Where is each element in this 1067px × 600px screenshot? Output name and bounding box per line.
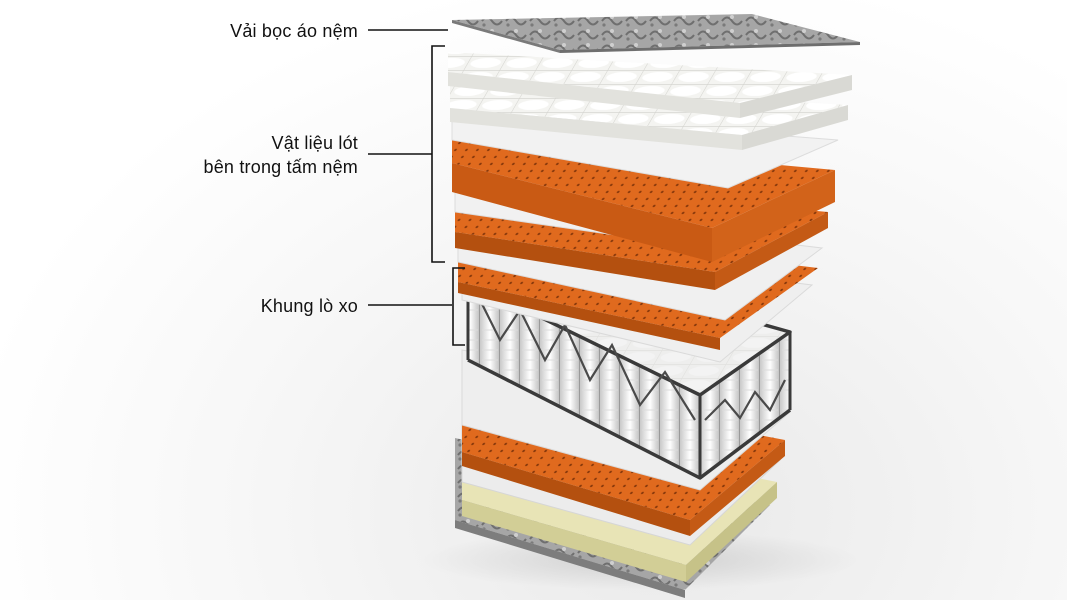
top-cover-fabric	[452, 14, 860, 53]
cover-fabric-label: Vải bọc áo nệm	[230, 21, 358, 41]
leader-lines	[368, 29, 465, 346]
inner-padding-label: Vật liệu lót bên trong tấm nệm	[204, 131, 358, 179]
padding-bracket	[431, 45, 445, 263]
inner-padding-label-line-1: Vật liệu lót	[271, 133, 358, 153]
orange-foam-layer-1	[452, 135, 835, 262]
spring-bracket	[452, 267, 465, 346]
spring-frame-label: Khung lò xo	[260, 296, 358, 316]
quilted-pad-1	[448, 52, 852, 118]
inner-padding-label-line-2: bên trong tấm nệm	[203, 157, 358, 177]
